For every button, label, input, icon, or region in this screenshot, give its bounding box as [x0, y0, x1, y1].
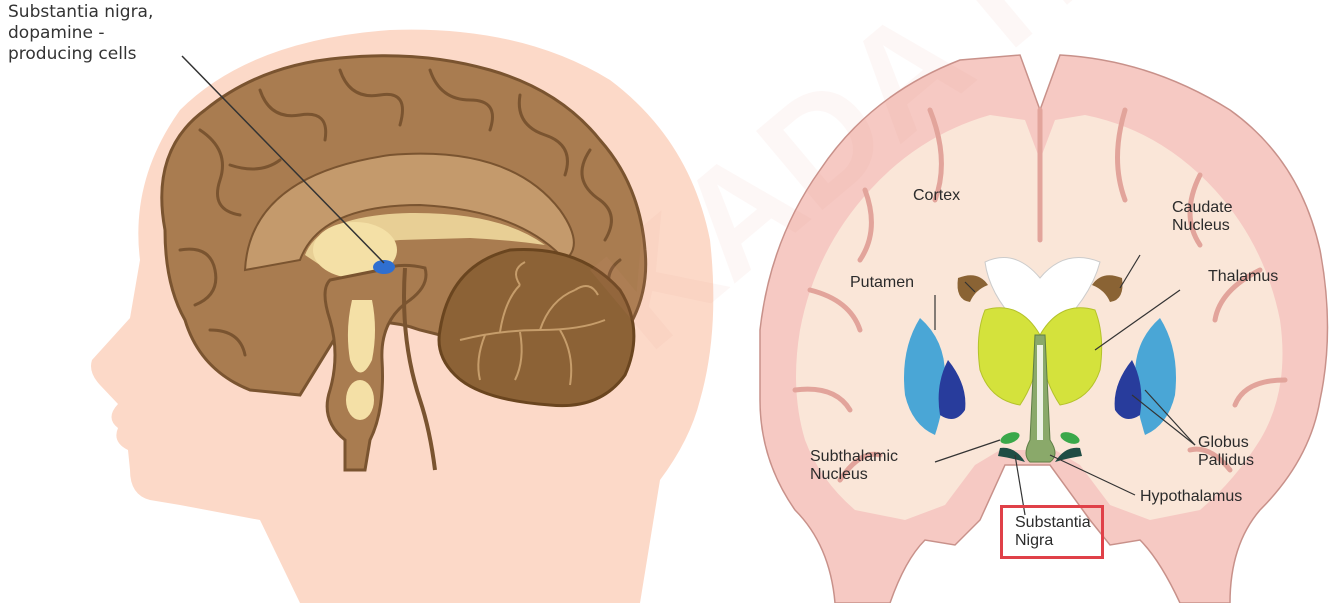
label-hypothalamus: Hypothalamus [1140, 488, 1242, 506]
midline-white [1037, 345, 1043, 440]
medulla-light [346, 380, 374, 420]
label-caudate-nucleus: Caudate Nucleus [1172, 199, 1233, 235]
label-substantia-nigra-cells: Substantia nigra, dopamine - producing c… [8, 2, 153, 65]
left-head-illustration [91, 30, 713, 603]
label-thalamus: Thalamus [1208, 268, 1278, 286]
pons-light [348, 300, 375, 373]
label-globus-pallidus: Globus Pallidus [1198, 434, 1254, 470]
label-subthalamic-nucleus: Subthalamic Nucleus [810, 448, 898, 484]
label-cortex: Cortex [913, 187, 960, 205]
label-substantia-nigra-box: Substantia Nigra [1000, 505, 1104, 559]
label-putamen: Putamen [850, 274, 914, 292]
